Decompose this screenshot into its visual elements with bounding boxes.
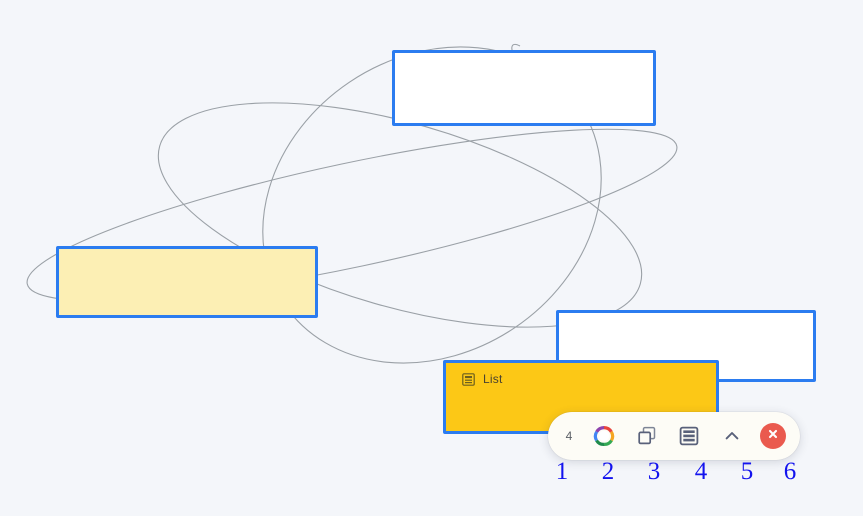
annotation-marker-6: 6 bbox=[783, 458, 797, 485]
list-view-button[interactable] bbox=[674, 421, 704, 451]
collapse-button[interactable] bbox=[717, 421, 747, 451]
close-circle-icon bbox=[766, 427, 780, 446]
annotation-marker-4: 4 bbox=[694, 458, 708, 485]
annotation-marker-3: 3 bbox=[647, 458, 661, 485]
rectangle-left[interactable] bbox=[56, 246, 318, 318]
annotation-marker-1: 1 bbox=[555, 458, 569, 485]
list-rows-icon bbox=[678, 425, 700, 447]
rectangle-top[interactable] bbox=[392, 50, 656, 126]
duplicate-button[interactable] bbox=[632, 421, 662, 451]
list-box-icon bbox=[462, 372, 475, 386]
chevron-up-icon bbox=[722, 426, 742, 446]
selection-count: 4 bbox=[565, 429, 573, 443]
annotation-marker-2: 2 bbox=[601, 458, 615, 485]
close-button[interactable] bbox=[759, 423, 786, 449]
rectangle-list-label-group: List bbox=[462, 372, 502, 386]
color-picker-button[interactable] bbox=[589, 421, 619, 451]
annotation-marker-5: 5 bbox=[740, 458, 754, 485]
color-wheel-icon bbox=[593, 425, 615, 447]
floating-toolbar[interactable]: 4 bbox=[548, 412, 800, 460]
rectangle-list-label-text: List bbox=[483, 372, 503, 386]
copy-icon bbox=[636, 425, 658, 447]
